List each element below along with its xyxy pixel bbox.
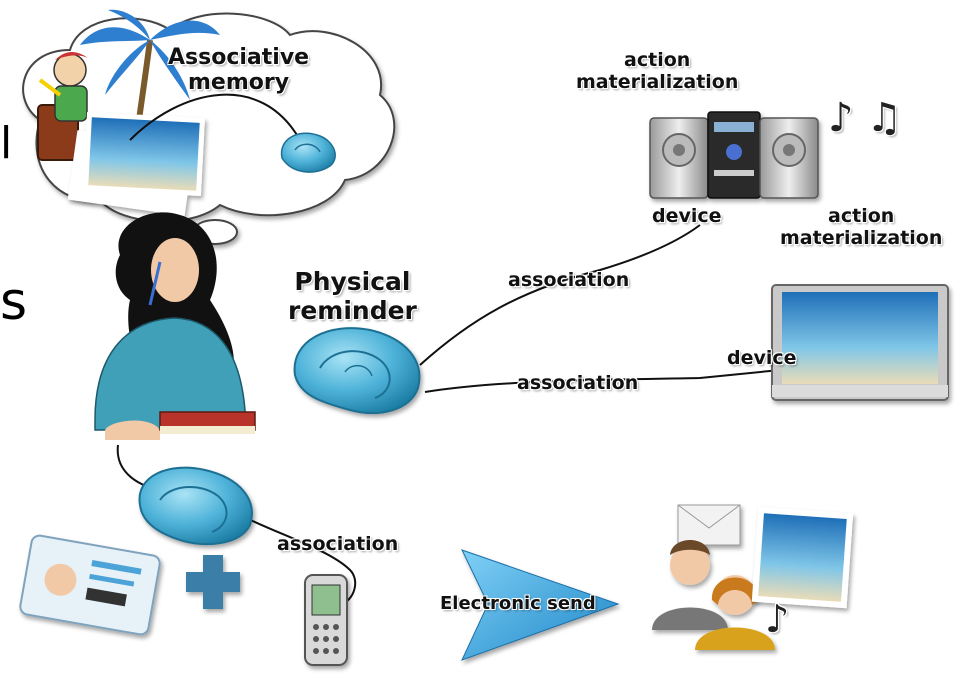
beach-photo-memory bbox=[67, 111, 205, 216]
association-top-label: association bbox=[508, 269, 630, 291]
stereo-device-icon bbox=[649, 111, 819, 199]
recipients-icon bbox=[652, 504, 775, 650]
electronic-send-arrow-icon bbox=[461, 549, 620, 661]
action-materialization-top-label: action materialization bbox=[576, 49, 739, 93]
recipient-beach-photo bbox=[751, 506, 854, 609]
cut-text-2: s bbox=[0, 272, 28, 332]
music-note-icon: ♪ bbox=[765, 597, 790, 641]
electronic-send-label: Electronic send bbox=[440, 593, 596, 614]
physical-reminder-shell-icon bbox=[293, 327, 421, 414]
memory-link-line bbox=[129, 93, 301, 141]
woman-thinking-icon bbox=[94, 212, 256, 440]
associative-memory-label: Associative memory bbox=[168, 45, 310, 96]
memory-shell-icon bbox=[280, 132, 336, 173]
link-shell-to-phone bbox=[239, 514, 357, 606]
link-reminder-to-stereo bbox=[419, 224, 701, 366]
physical-reminder-label: Physical reminder bbox=[288, 267, 417, 325]
device-tv-label: device bbox=[727, 347, 797, 369]
plus-icon bbox=[186, 555, 240, 609]
association-middle-label: association bbox=[517, 372, 639, 394]
id-card-icon bbox=[19, 534, 161, 636]
link-reminder-to-tv bbox=[424, 369, 781, 393]
device-stereo-label: device bbox=[652, 205, 722, 227]
association-bottom-label: association bbox=[277, 533, 399, 555]
action-materialization-right-label: action materialization bbox=[780, 205, 943, 249]
tv-device-icon bbox=[771, 284, 949, 401]
cut-text-1: l bbox=[0, 118, 13, 169]
identity-shell-icon bbox=[138, 466, 253, 546]
mobile-phone-icon bbox=[304, 574, 348, 666]
music-notes-icon: ♪ ♫ bbox=[828, 95, 903, 141]
